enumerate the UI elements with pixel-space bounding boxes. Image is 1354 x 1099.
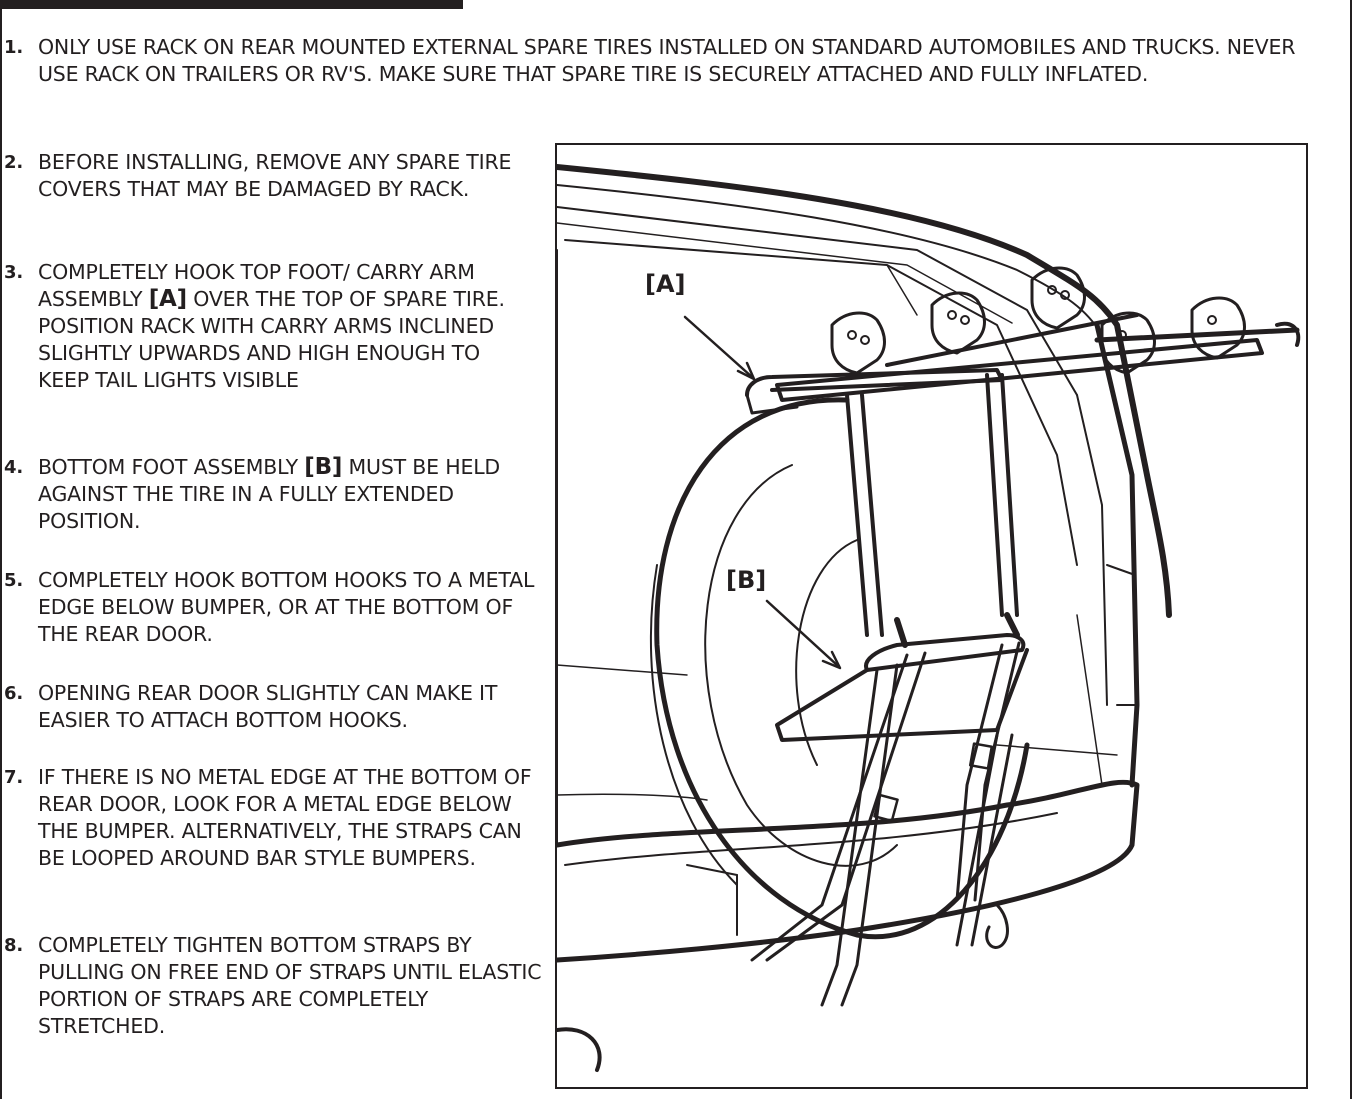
cradle-2 xyxy=(930,291,986,355)
step-text-before: COMPLETELY HOOK TOP FOOT/ CARRY ARM ASSE… xyxy=(38,260,475,311)
step-7: 7. IF THERE IS NO METAL EDGE AT THE BOTT… xyxy=(4,764,544,872)
step-text-after: MUST BE HELD AGAINST THE TIRE IN A FULLY… xyxy=(38,455,501,533)
step-text-before: BOTTOM FOOT ASSEMBLY xyxy=(38,455,305,479)
step-text: BEFORE INSTALLING, REMOVE ANY SPARE TIRE… xyxy=(38,150,512,201)
step-number: 5. xyxy=(4,570,23,591)
step-text: COMPLETELY HOOK BOTTOM HOOKS TO A METAL … xyxy=(38,568,535,646)
cradle-3 xyxy=(1030,266,1086,330)
step-number: 3. xyxy=(4,262,23,283)
vehicle-rack-drawing xyxy=(557,164,1301,1072)
step-text: IF THERE IS NO METAL EDGE AT THE BOTTOM … xyxy=(38,765,532,870)
step-number: 1. xyxy=(4,37,23,58)
straps xyxy=(750,641,1021,1007)
callout-label-b: [B] xyxy=(726,566,767,594)
step-number: 7. xyxy=(4,767,23,788)
part-ref-b: [B] xyxy=(304,454,343,480)
step-3: 3. COMPLETELY HOOK TOP FOOT/ CARRY ARM A… xyxy=(4,259,524,394)
step-number: 2. xyxy=(4,152,23,173)
step-text: COMPLETELY HOOK TOP FOOT/ CARRY ARM ASSE… xyxy=(4,259,524,394)
step-number: 6. xyxy=(4,683,23,704)
cradle-4 xyxy=(1100,311,1156,375)
step-8: 8. COMPLETELY TIGHTEN BOTTOM STRAPS BY P… xyxy=(4,932,549,1040)
step-text-after: OVER THE TOP OF SPARE TIRE. POSITION RAC… xyxy=(38,287,505,392)
header-bar xyxy=(0,0,463,9)
step-1: 1. ONLY USE RACK ON REAR MOUNTED EXTERNA… xyxy=(4,34,1324,88)
step-number: 8. xyxy=(4,935,23,956)
callout-label-a: [A] xyxy=(645,270,686,298)
step-text: BOTTOM FOOT ASSEMBLY [B] MUST BE HELD AG… xyxy=(4,454,539,535)
carry-arms xyxy=(775,266,1301,402)
step-4: 4. BOTTOM FOOT ASSEMBLY [B] MUST BE HELD… xyxy=(4,454,539,535)
rack-frame xyxy=(745,368,1029,742)
vehicle-body xyxy=(557,164,1172,1072)
cradle-1 xyxy=(830,311,886,375)
cradle-5 xyxy=(1190,296,1246,360)
step-5: 5. COMPLETELY HOOK BOTTOM HOOKS TO A MET… xyxy=(4,567,539,648)
step-6: 6. OPENING REAR DOOR SLIGHTLY CAN MAKE I… xyxy=(4,680,549,734)
step-text: OPENING REAR DOOR SLIGHTLY CAN MAKE IT E… xyxy=(38,681,498,732)
step-number: 4. xyxy=(4,457,23,478)
callout-arrows xyxy=(683,315,842,670)
step-2: 2. BEFORE INSTALLING, REMOVE ANY SPARE T… xyxy=(4,149,524,203)
rack-illustration xyxy=(555,143,1308,1089)
step-text: COMPLETELY TIGHTEN BOTTOM STRAPS BY PULL… xyxy=(38,933,542,1038)
step-text: ONLY USE RACK ON REAR MOUNTED EXTERNAL S… xyxy=(38,35,1296,86)
part-ref-a: [A] xyxy=(148,286,187,312)
